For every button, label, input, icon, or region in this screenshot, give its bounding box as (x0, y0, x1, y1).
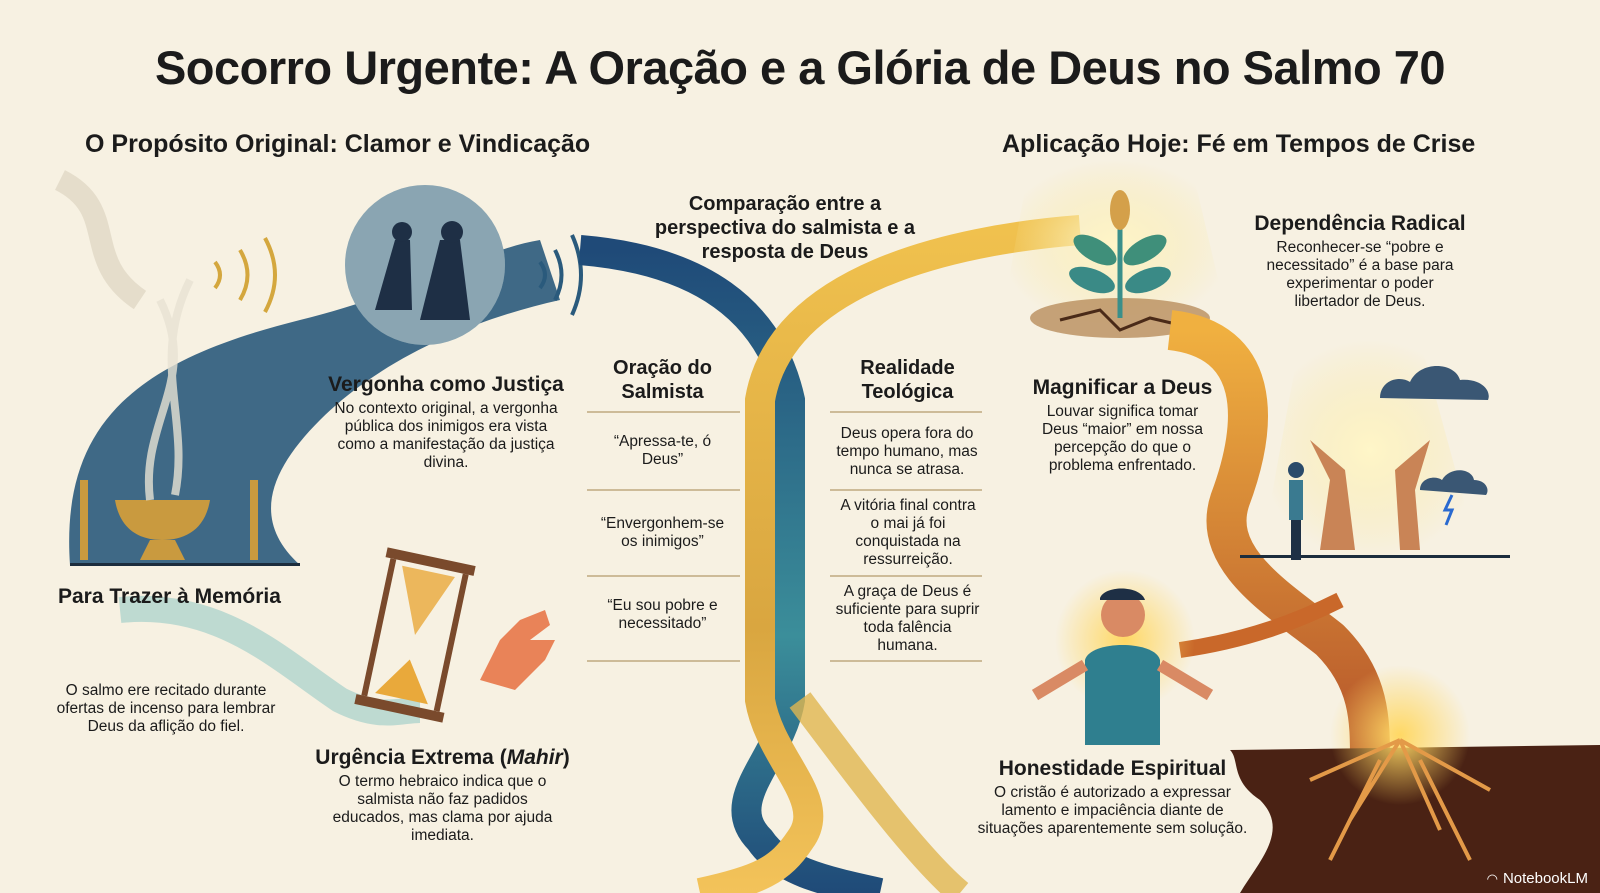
incense-bowl-icon (115, 500, 210, 560)
table-divider (587, 660, 740, 662)
table-cell-prayer: “Apressa-te, ó Deus” (613, 433, 712, 468)
column-header-prayer: Oração do Salmista (613, 357, 712, 403)
block-urgencia: Urgência Extrema (Mahir) O termo hebraic… (300, 746, 585, 845)
cracked-soil-icon (1059, 308, 1181, 332)
right-section-heading: Aplicação Hoje: Fé em Tempos de Crise (1002, 130, 1476, 158)
title-text: Urgência Extrema ( (315, 746, 507, 769)
hourglass-icon (354, 547, 476, 723)
block-text: Louvar significa tomar Deus “maior” em n… (1041, 403, 1204, 474)
table-divider (830, 489, 982, 491)
table-cell-reality: A graça de Deus é suficiente para suprir… (835, 583, 980, 654)
block-honestidade: Honestidade Espiritual O cristão é autor… (965, 757, 1260, 838)
blue-ribbon (578, 235, 884, 893)
block-vergonha: Vergonha como Justiça No contexto origin… (316, 373, 576, 472)
table-cell-prayer: “Envergonhem-se os inimigos” (600, 515, 725, 550)
block-text: No contexto original, a vergonha pública… (334, 400, 558, 471)
notebooklm-watermark: ◠ NotebookLM (1487, 870, 1588, 887)
block-memoria-title: Para Trazer à Memória (58, 585, 281, 609)
title-text: ) (562, 746, 570, 769)
reaching-hand-icon (480, 610, 555, 690)
open-hands-icon (1310, 440, 1430, 550)
soil-area (1230, 745, 1600, 893)
notebooklm-logo-icon: ◠ (1486, 870, 1498, 886)
table-divider (830, 660, 982, 662)
storm-cloud-icon (1380, 366, 1489, 400)
block-memoria-text: O salmo ere recitado durante ofertas de … (56, 682, 276, 735)
table-cell-prayer: “Eu sou pobre e necessitado” (607, 597, 718, 632)
title-emphasis: Mahir (506, 746, 563, 769)
meditating-man-icon (1031, 588, 1214, 745)
table-divider (830, 575, 982, 577)
block-title: Vergonha como Justiça (328, 373, 564, 396)
block-text: Reconhecer-se “pobre e necessitado” é a … (1266, 239, 1454, 310)
page-title: Socorro Urgente: A Oração e a Glória de … (154, 41, 1446, 94)
table-cell-reality: Deus opera fora do tempo humano, mas nun… (836, 425, 978, 478)
table-cell-reality: A vitória final contra o mai já foi conq… (840, 497, 976, 568)
block-title: Para Trazer à Memória (58, 585, 281, 608)
block-title: Urgência Extrema (Mahir) (300, 746, 585, 770)
comparison-heading: Comparação entre a perspectiva do salmis… (654, 193, 916, 263)
watermark-text: NotebookLM (1502, 870, 1588, 887)
tree-roots-icon (1309, 738, 1491, 861)
column-header-reality: Realidade Teológica (860, 357, 955, 403)
block-title: Honestidade Espiritual (998, 757, 1227, 780)
block-text: O cristão é autorizado a expressar lamen… (977, 784, 1248, 837)
table-divider (830, 411, 982, 413)
table-divider (587, 489, 740, 491)
gold-ribbon (696, 215, 1082, 893)
standing-person-icon (1288, 462, 1304, 560)
block-title: Magnificar a Deus (1032, 376, 1213, 399)
candle-icon (250, 480, 258, 560)
block-text: O termo hebraico indica que o salmista n… (332, 773, 553, 844)
lightning-cloud-icon (1420, 470, 1488, 495)
left-section-heading: O Propósito Original: Clamor e Vindicaçã… (85, 130, 591, 158)
block-dependencia: Dependência Radical Reconhecer-se “pobre… (1240, 212, 1480, 311)
table-divider (587, 411, 740, 413)
candle-icon (80, 480, 88, 560)
block-title: Dependência Radical (1254, 212, 1466, 235)
block-magnificar: Magnificar a Deus Louvar significa tomar… (1020, 376, 1225, 475)
table-divider (587, 575, 740, 577)
